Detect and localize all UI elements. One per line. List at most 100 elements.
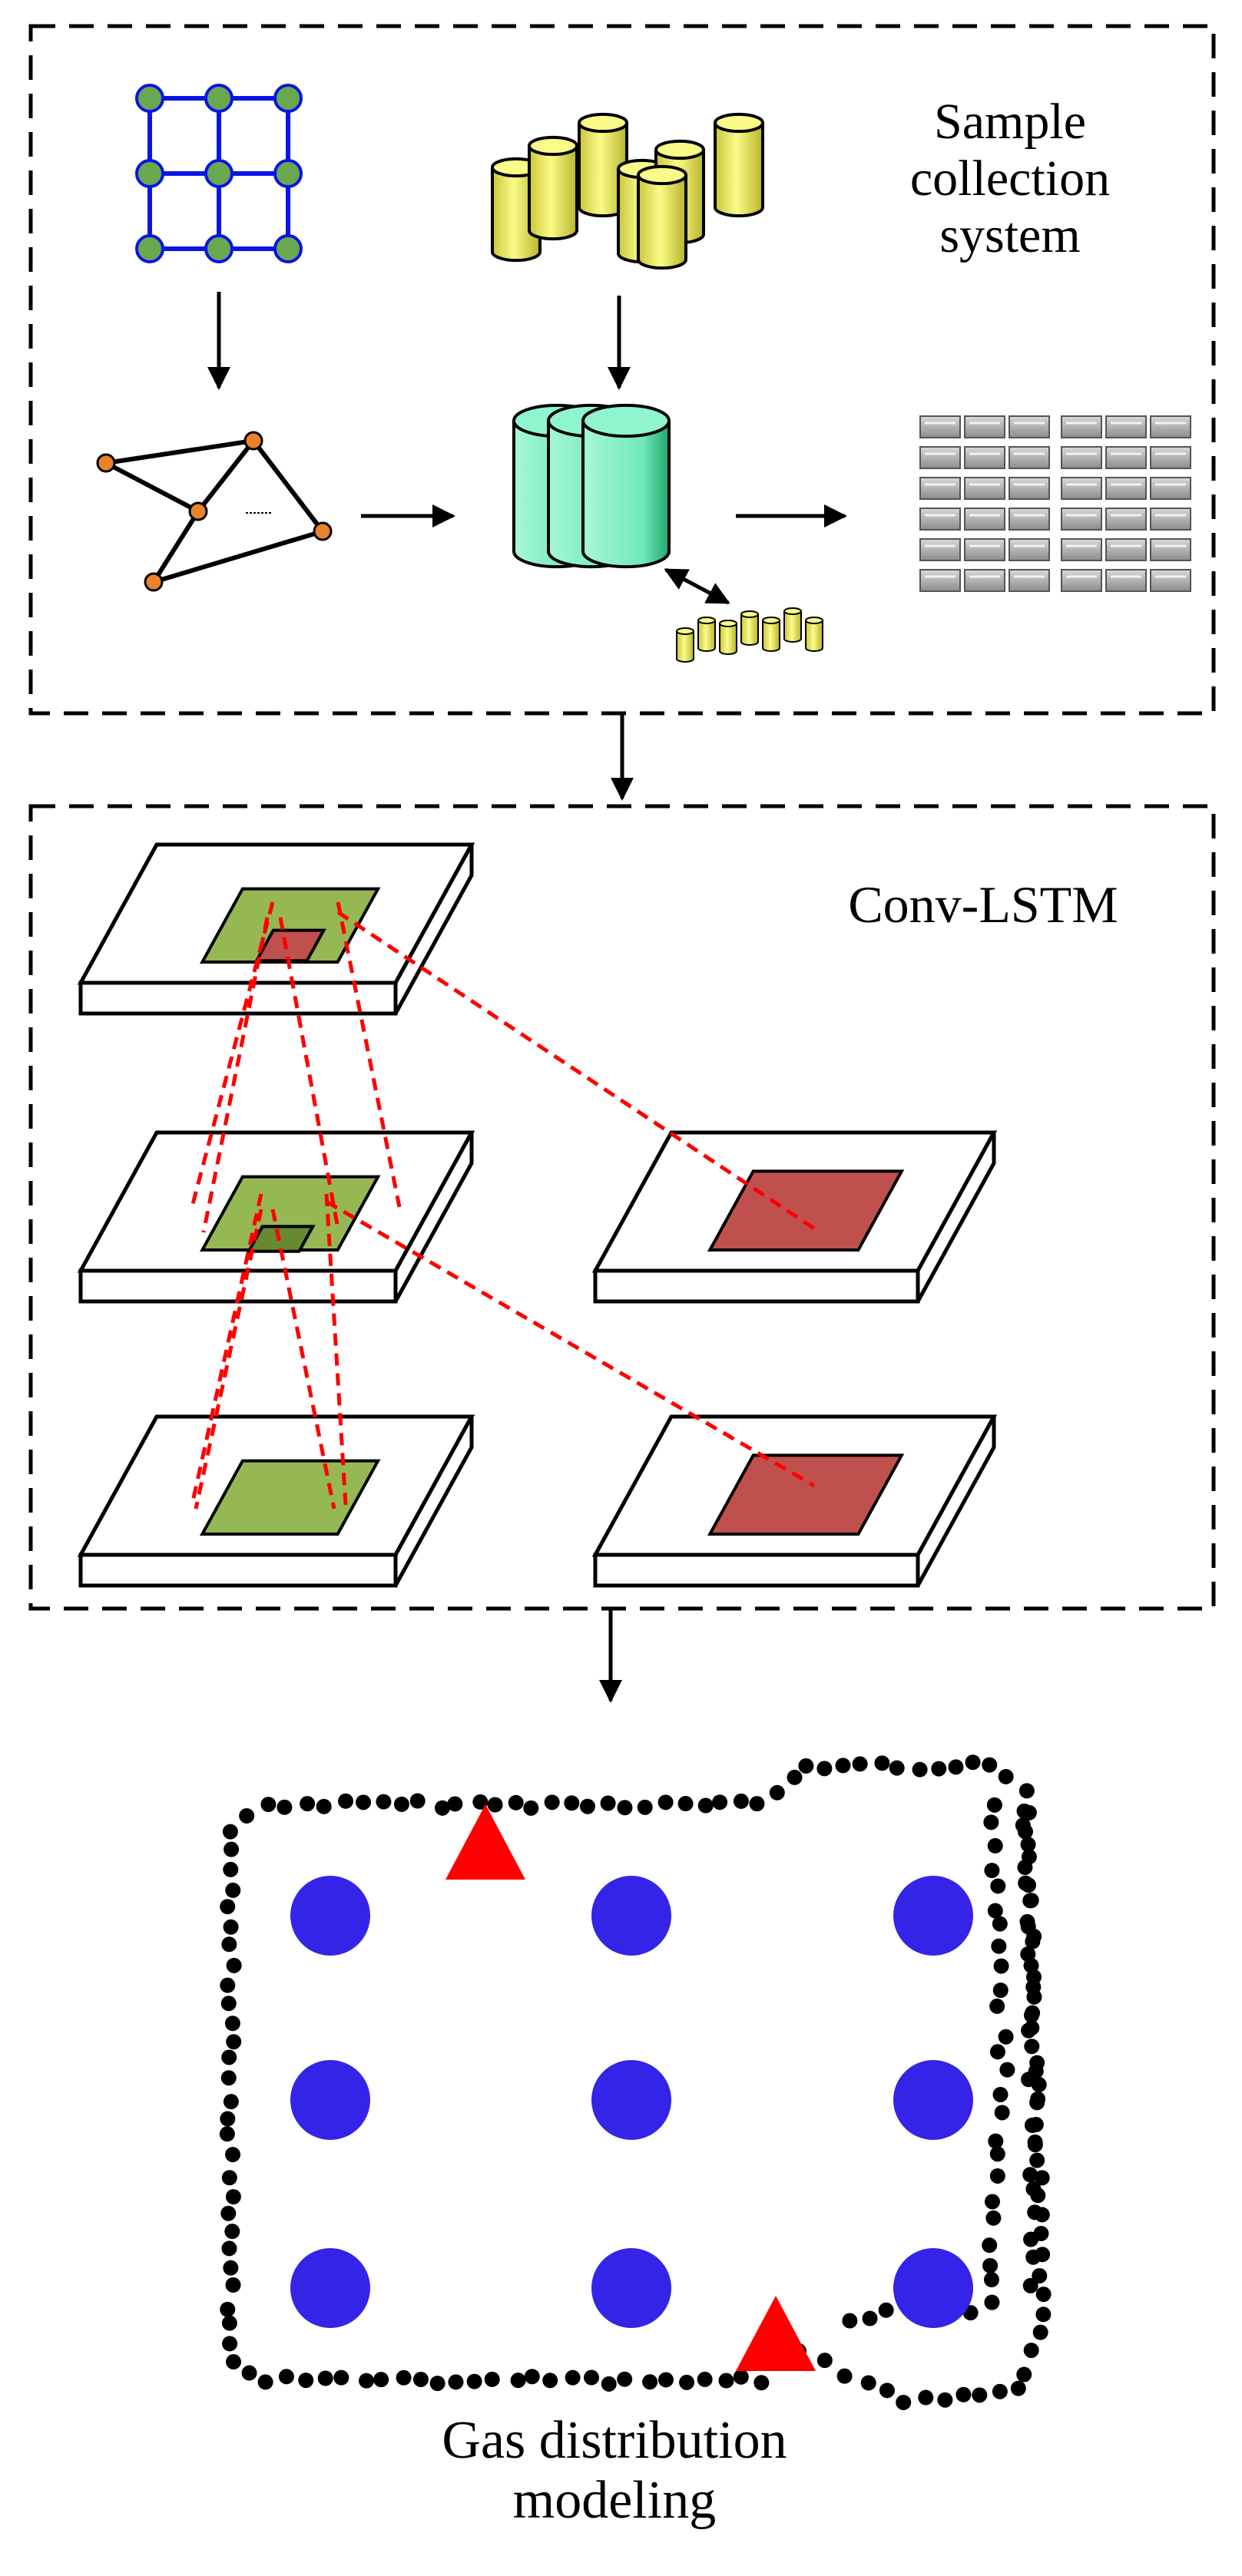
boundary-dot (544, 1794, 560, 1810)
boundary-dot (982, 1757, 998, 1773)
boundary-dot (988, 2133, 1004, 2149)
boundary-dot (219, 2126, 235, 2142)
boundary-dot (992, 2383, 1008, 2399)
arrow-database-small-cylinders (664, 567, 730, 605)
boundary-dot (298, 2373, 314, 2389)
boundary-dot (1021, 2072, 1037, 2088)
boundary-dot (718, 2373, 734, 2389)
server-unit (1105, 415, 1147, 438)
boundary-dot (225, 2277, 241, 2293)
boundary-dot (1016, 2366, 1032, 2383)
boundary-dot (220, 1899, 236, 1915)
server-unit (919, 446, 961, 469)
boundary-dot (989, 1998, 1005, 2014)
projection-line (336, 901, 402, 1208)
boundary-dot (733, 1793, 749, 1809)
server-unit (1009, 538, 1050, 561)
boundary-dot (1018, 1783, 1035, 1799)
boundary-dot (224, 1841, 240, 1857)
boundary-dot (356, 1794, 372, 1810)
projection-line (324, 1193, 348, 1506)
boundary-dot (224, 2224, 240, 2240)
boundary-dot (642, 2374, 658, 2390)
boundary-dot (226, 1957, 242, 1973)
conv-lstm-label: Conv-LSTM (848, 875, 1118, 934)
boundary-dot (836, 2368, 853, 2384)
boundary-dot (931, 1761, 947, 1777)
boundary-dot (986, 1797, 1002, 1813)
small-cylinder-group-icon (676, 607, 823, 663)
server-unit (1061, 477, 1102, 500)
projection-line (194, 1209, 263, 1510)
boundary-dot (448, 2374, 464, 2390)
conv-layer-slab (77, 1414, 475, 1588)
boundary-dot (223, 1919, 239, 1935)
server-unit (1061, 538, 1102, 561)
boundary-dot (542, 2373, 558, 2389)
boundary-dot (989, 2168, 1005, 2184)
sensor-node (290, 2060, 370, 2140)
boundary-dot (972, 2387, 988, 2403)
small-cylinder (676, 627, 694, 663)
boundary-dot (889, 1760, 905, 1776)
boundary-dot (1021, 2022, 1037, 2039)
projection-line (190, 1193, 263, 1506)
boundary-dot (983, 1814, 999, 1830)
boundary-dot (221, 2315, 237, 2331)
boundary-dot (225, 2189, 241, 2205)
boundary-dot (1029, 2152, 1045, 2168)
boundary-dot (429, 2376, 445, 2392)
boundary-dot (982, 2257, 999, 2273)
boundary-dot (1035, 2306, 1052, 2323)
boundary-dot (316, 1798, 332, 1814)
boundary-dot (982, 2237, 998, 2254)
boundary-dot (472, 1794, 489, 1810)
database-cylinder (581, 403, 671, 569)
boundary-dot (637, 1799, 653, 1815)
projection-line (201, 917, 270, 1233)
server-unit (1061, 569, 1102, 592)
projection-lines (190, 901, 816, 1510)
boundary-dot (412, 2371, 429, 2387)
sensor-node (591, 1876, 671, 1956)
boundary-dot (333, 2369, 349, 2386)
boundary-dot (657, 2372, 674, 2388)
sample-collection-label: Sample collection system (909, 94, 1111, 263)
server-unit (964, 508, 1005, 531)
boundary-dot (677, 1796, 694, 1812)
small-cylinder (719, 620, 737, 655)
server-unit (1105, 508, 1147, 531)
server-unit (964, 477, 1005, 500)
boundary-dot (434, 1800, 450, 1816)
boundary-dot (1027, 2204, 1043, 2221)
boundary-dot (657, 1794, 674, 1810)
boundary-dot (1018, 1875, 1034, 1891)
boundary-dot (1023, 2343, 1039, 2359)
boundary-dot (487, 1797, 503, 1813)
gas-source-triangle-icon (445, 1804, 816, 2371)
server-unit (964, 569, 1005, 592)
gas-cylinder (528, 135, 578, 241)
conv-layer-slab (591, 1130, 998, 1304)
boundary-dot (222, 1824, 238, 1840)
boundary-dot (992, 1916, 1008, 1932)
boundary-dot (447, 1796, 463, 1812)
server-unit (1105, 538, 1147, 561)
boundary-dot (338, 1793, 354, 1809)
boundary-dot (998, 2029, 1014, 2045)
sensor-node (290, 1876, 370, 1956)
server-unit (964, 415, 1005, 438)
boundary-dot (984, 2194, 1000, 2210)
boundary-dot (1032, 2324, 1048, 2340)
boundary-dot (1025, 2005, 1041, 2021)
boundary-dot (984, 2294, 1000, 2310)
server-unit (1009, 415, 1050, 438)
boundary-dot (617, 2371, 633, 2387)
server-unit (1105, 569, 1147, 592)
boundary-dot (992, 2086, 1009, 2102)
server-unit (1150, 477, 1191, 500)
boundary-dot (994, 2105, 1010, 2121)
boundary-dot (221, 2170, 237, 2186)
sensor-node (893, 2060, 973, 2140)
